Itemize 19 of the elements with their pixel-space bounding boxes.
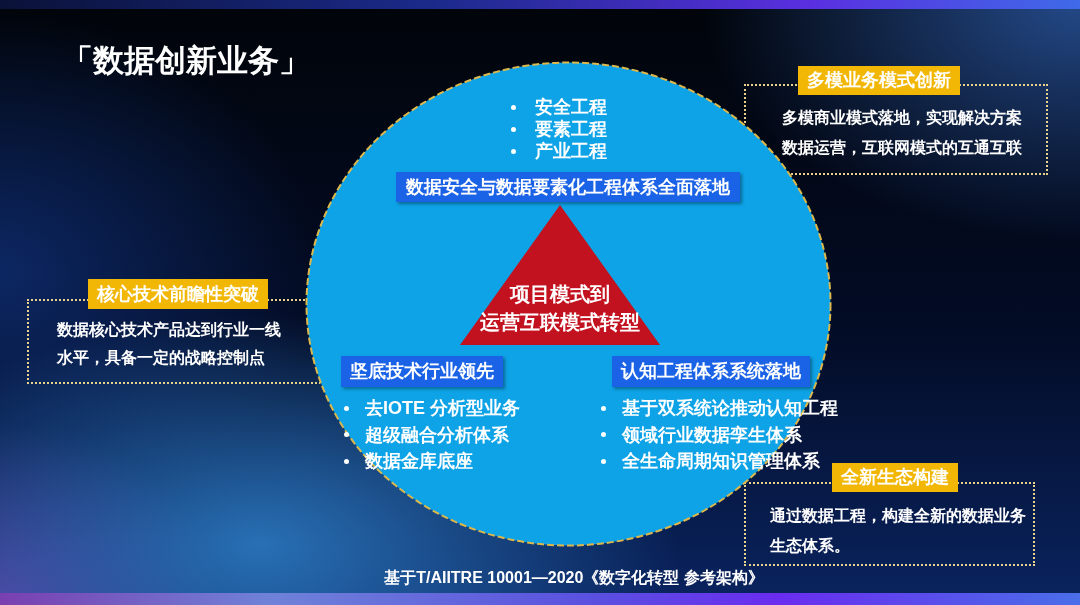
heading-tag: 核心技术前瞻性突破 (88, 279, 268, 309)
bullet-text: 超级融合分析体系 (365, 423, 509, 447)
bullet-text: 数据金库底座 (365, 450, 473, 473)
title-band: 数据安全与数据要素化工程体系全面落地 (396, 172, 740, 202)
bullet-text: 产业工程 (535, 140, 607, 162)
title-band: 认知工程体系系统落地 (612, 356, 810, 387)
title-band: 坚底技术行业领先 (341, 356, 503, 387)
heading-tag: 全新生态构建 (832, 463, 958, 492)
title: 「数据创新业务」 (62, 42, 310, 80)
heading-tag: 多模业务模式创新 (798, 66, 960, 95)
bullet-text: 去IOTE 分析型业务 (365, 397, 520, 420)
body-text: 通过数据工程，构建全新的数据业务生态体系。 (770, 506, 1027, 556)
body-text: 多模商业模式落地，实现解决方案数据运营，互联网模式的互通互联 (782, 108, 1023, 158)
caption: 基于T/AIITRE 10001—2020《数字化转型 参考架构》 (384, 568, 764, 588)
bullet-text: 全生命周期知识管理体系 (622, 450, 820, 473)
body-text: 数据核心技术产品达到行业一线水平，具备一定的战略控制点 (57, 320, 282, 368)
bullet-text: 安全工程 (535, 96, 607, 118)
bullet-text: 要素工程 (535, 118, 607, 140)
triangle-text: 项目模式到运营互联模式转型 (480, 283, 640, 333)
